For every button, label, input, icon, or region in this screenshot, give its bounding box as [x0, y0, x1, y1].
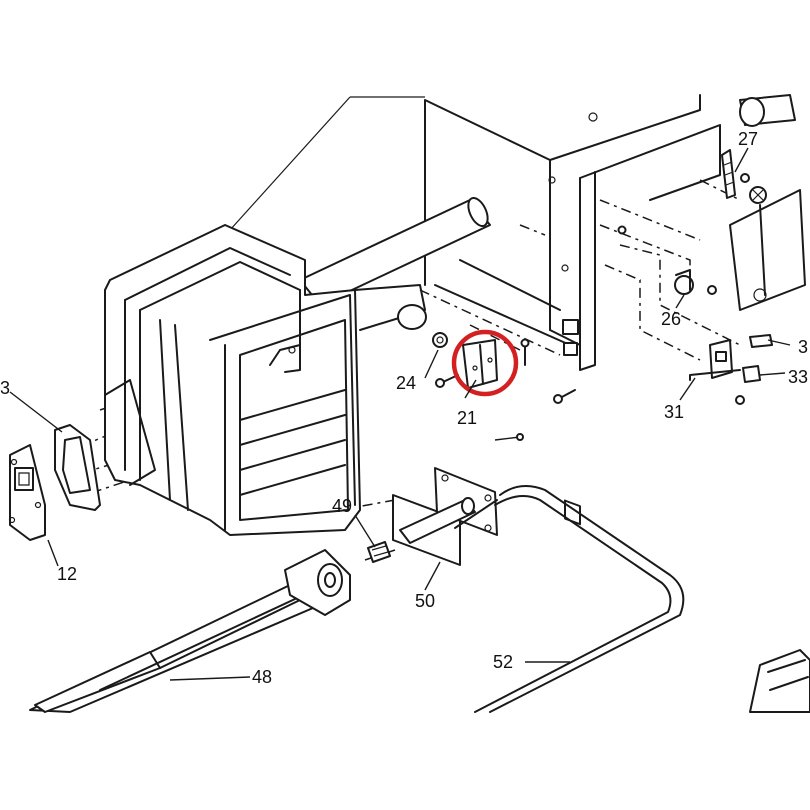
label-33: 33 [788, 367, 808, 387]
front-plate [8, 444, 46, 541]
burner-tube [299, 196, 491, 306]
label-48: 48 [252, 667, 272, 687]
heat-exchanger [104, 224, 427, 536]
highlight-circle [451, 329, 519, 397]
right-components [617, 94, 806, 405]
hardware-24 [432, 332, 576, 404]
label-3-right: 3 [798, 337, 808, 357]
gas-tube-52 [454, 433, 685, 713]
bracket-part-21 [462, 339, 498, 389]
label-26: 26 [661, 309, 681, 329]
nozzle-49 [367, 541, 391, 563]
label-50: 50 [415, 591, 435, 611]
leader-lines [9, 147, 791, 681]
label-21: 21 [457, 408, 477, 428]
bottom-right-component [749, 649, 810, 713]
part-labels: 3 12 21 24 26 27 31 33 3 48 49 50 52 [0, 129, 808, 687]
label-52: 52 [493, 652, 513, 672]
label-24: 24 [396, 373, 416, 393]
label-12: 12 [57, 564, 77, 584]
mesh-plate-50 [392, 467, 498, 566]
chassis-frame [424, 94, 721, 526]
label-31: 31 [664, 402, 684, 422]
burner-assembly [29, 549, 351, 713]
label-3: 3 [0, 378, 10, 398]
gasket [54, 424, 101, 511]
label-49: 49 [332, 496, 352, 516]
label-27: 27 [738, 129, 758, 149]
